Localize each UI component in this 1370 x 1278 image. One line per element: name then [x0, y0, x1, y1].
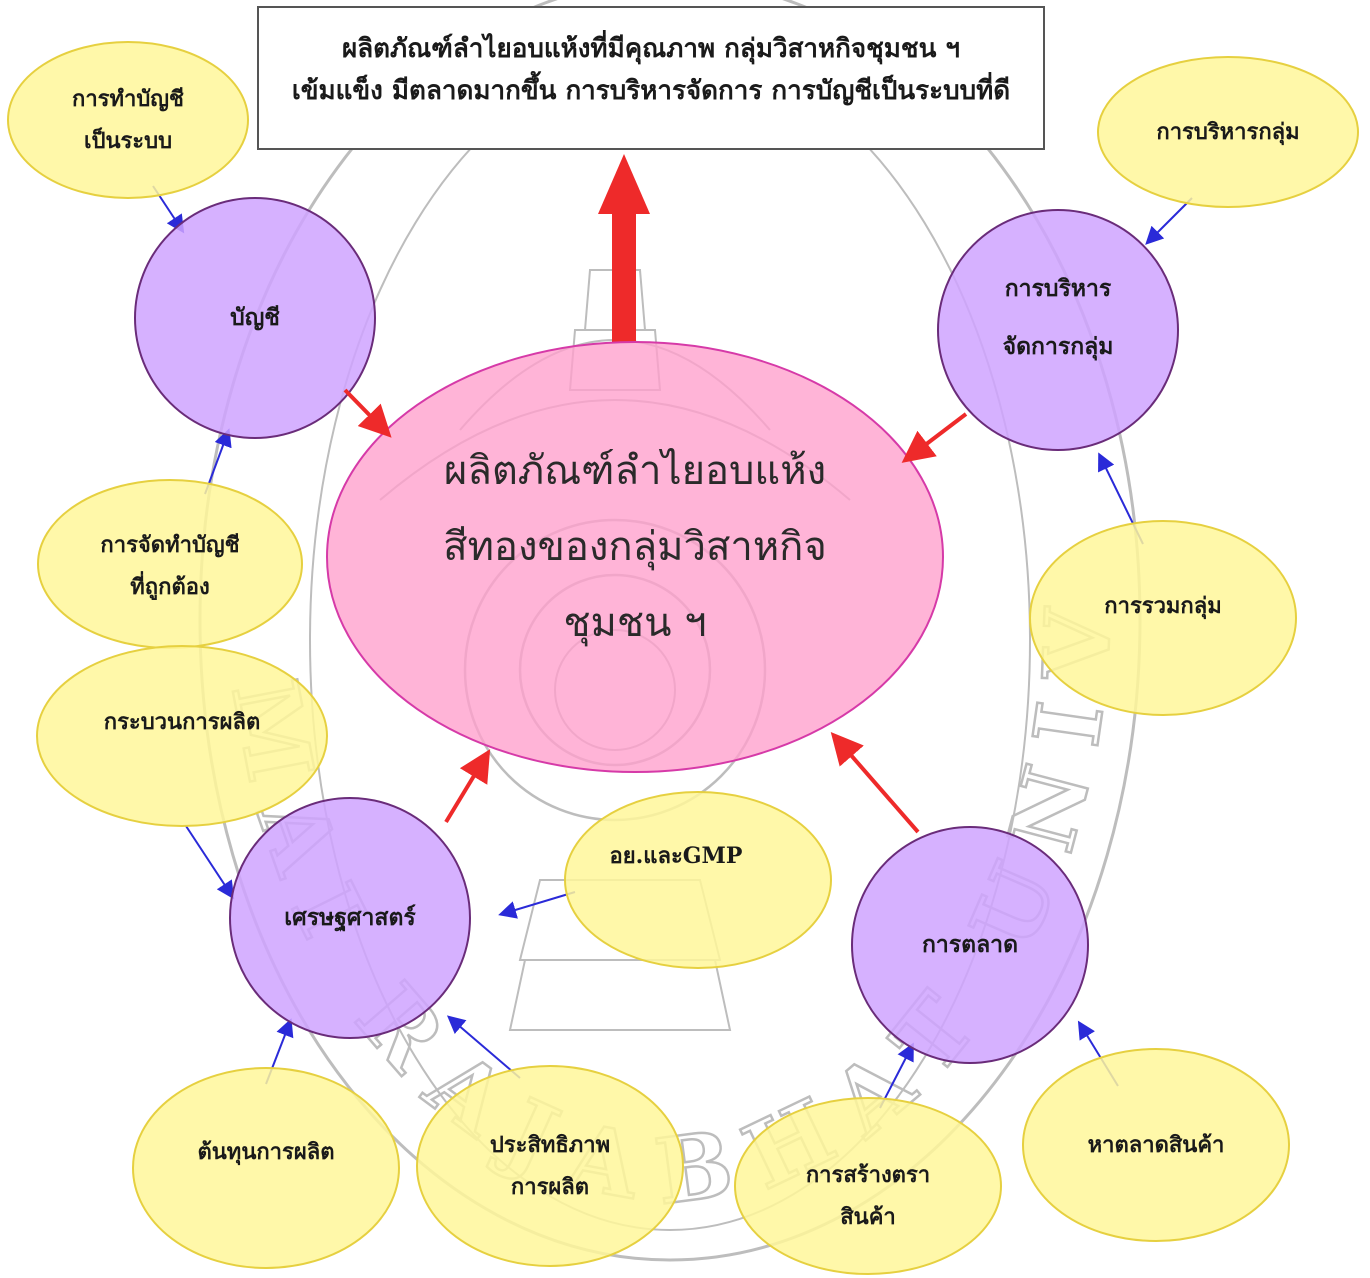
arrow-process-to-economics — [185, 825, 235, 900]
accounting-label: บัญชี — [230, 304, 280, 331]
arrow-accounting-to-center — [343, 388, 392, 438]
goal-line-2: เข้มแข็ง มีตลาดมากขึ้น การบริหารจัดการ ก… — [291, 76, 1011, 106]
grouping-label: การรวมกลุ่ม — [1104, 593, 1222, 619]
goal-line-1: ผลิตภัณฑ์ลำไยอบแห้งที่มีคุณภาพ กลุ่มวิสา… — [341, 34, 961, 64]
arrow-center-to-goal — [598, 154, 650, 342]
ellipse-find-market — [1022, 1048, 1290, 1242]
ellipse-production-efficiency — [416, 1065, 684, 1267]
arrow-administration-to-management — [1145, 197, 1193, 245]
arrow-marketing-to-center — [830, 731, 920, 834]
circle-accounting — [134, 197, 376, 439]
arrow-economics-to-center — [444, 749, 491, 824]
correct-accounting-label: การจัดทำบัญชี ที่ถูกต้อง — [100, 532, 240, 600]
management-label: การบริหาร จัดการกลุ่ม — [1002, 275, 1114, 360]
economics-label: เศรษฐศาสตร์ — [284, 904, 416, 931]
group-administration-label: การบริหารกลุ่ม — [1156, 119, 1300, 145]
systematic-accounting-label: การทำบัญชี เป็นระบบ — [72, 86, 184, 154]
ellipse-gmp — [564, 791, 832, 969]
goal-outcome-box: ผลิตภัณฑ์ลำไยอบแห้งที่มีคุณภาพ กลุ่มวิสา… — [257, 6, 1045, 150]
gmp-label: อย.และGMP — [609, 843, 743, 869]
arrow-management-to-center — [901, 412, 968, 463]
ellipse-production-cost — [132, 1067, 400, 1269]
arrow-branding-to-marketing — [879, 1042, 914, 1109]
ellipse-group-administration — [1097, 56, 1359, 208]
find-market-label: หาตลาดสินค้า — [1087, 1132, 1225, 1158]
ellipse-production-process — [36, 645, 328, 827]
ellipse-branding — [734, 1097, 1002, 1275]
marketing-label: การตลาด — [921, 931, 1019, 958]
circle-economics — [229, 797, 471, 1039]
ellipse-systematic-accounting — [7, 41, 249, 199]
branding-label: การสร้างตรา สินค้า — [805, 1162, 931, 1230]
production-process-label: กระบวนการผลิต — [103, 709, 261, 735]
production-cost-label: ต้นทุนการผลิต — [197, 1139, 335, 1165]
circle-marketing — [851, 826, 1089, 1064]
circle-management — [937, 209, 1179, 451]
production-efficiency-label: ประสิทธิภาพ การผลิต — [489, 1132, 611, 1200]
ellipse-central-product — [326, 341, 944, 773]
central-product-label: ผลิตภัณฑ์ลำไยอบแห้ง สีทองของกลุ่มวิสาหกิ… — [443, 448, 827, 646]
arrow-efficiency-to-economics — [446, 1015, 521, 1079]
arrow-gmp-to-economics — [498, 891, 576, 919]
ellipse-grouping — [1029, 520, 1297, 716]
